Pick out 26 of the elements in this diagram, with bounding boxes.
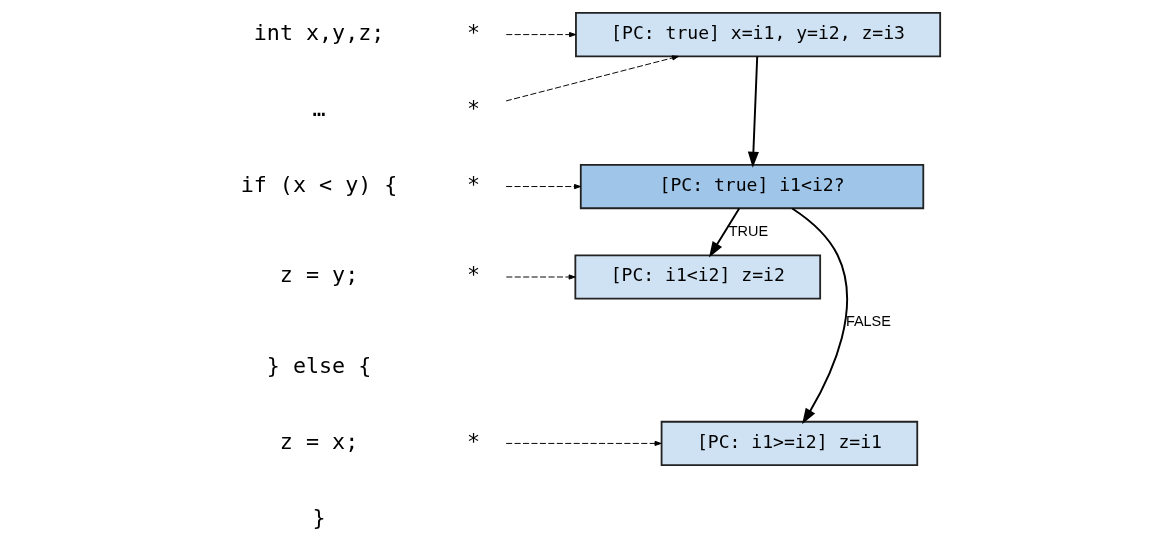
arrow <box>747 55 759 168</box>
node-text: * <box>466 19 480 45</box>
label: int x,y,z; <box>253 19 385 45</box>
edge-label: FALSE <box>845 312 891 329</box>
label: } else { <box>266 352 372 378</box>
node-box: [PC: true] x=i1, y=i2, z=i3 <box>575 11 942 58</box>
node-box: [PC: i1<i2] z=i2 <box>574 254 822 300</box>
node-text: * <box>466 262 480 288</box>
node-box: [PC: true] i1<i2? <box>579 163 925 210</box>
node-box: [PC: i1>=i2] z=i1 <box>660 420 919 467</box>
edge-label: TRUE <box>728 222 769 239</box>
arrow <box>505 183 581 190</box>
label: … <box>312 95 326 121</box>
arrow <box>505 55 679 102</box>
arrow <box>505 440 662 447</box>
node-text: * <box>466 95 480 121</box>
arrow <box>505 32 577 38</box>
arrow <box>709 207 741 258</box>
arrow <box>791 207 849 425</box>
label: } <box>312 504 326 530</box>
label: z = y; <box>279 262 359 288</box>
label: if (x < y) { <box>240 171 398 197</box>
node-text: * <box>466 428 480 454</box>
node-text: * <box>466 171 480 197</box>
label: z = x; <box>279 428 359 454</box>
arrow <box>505 274 576 280</box>
